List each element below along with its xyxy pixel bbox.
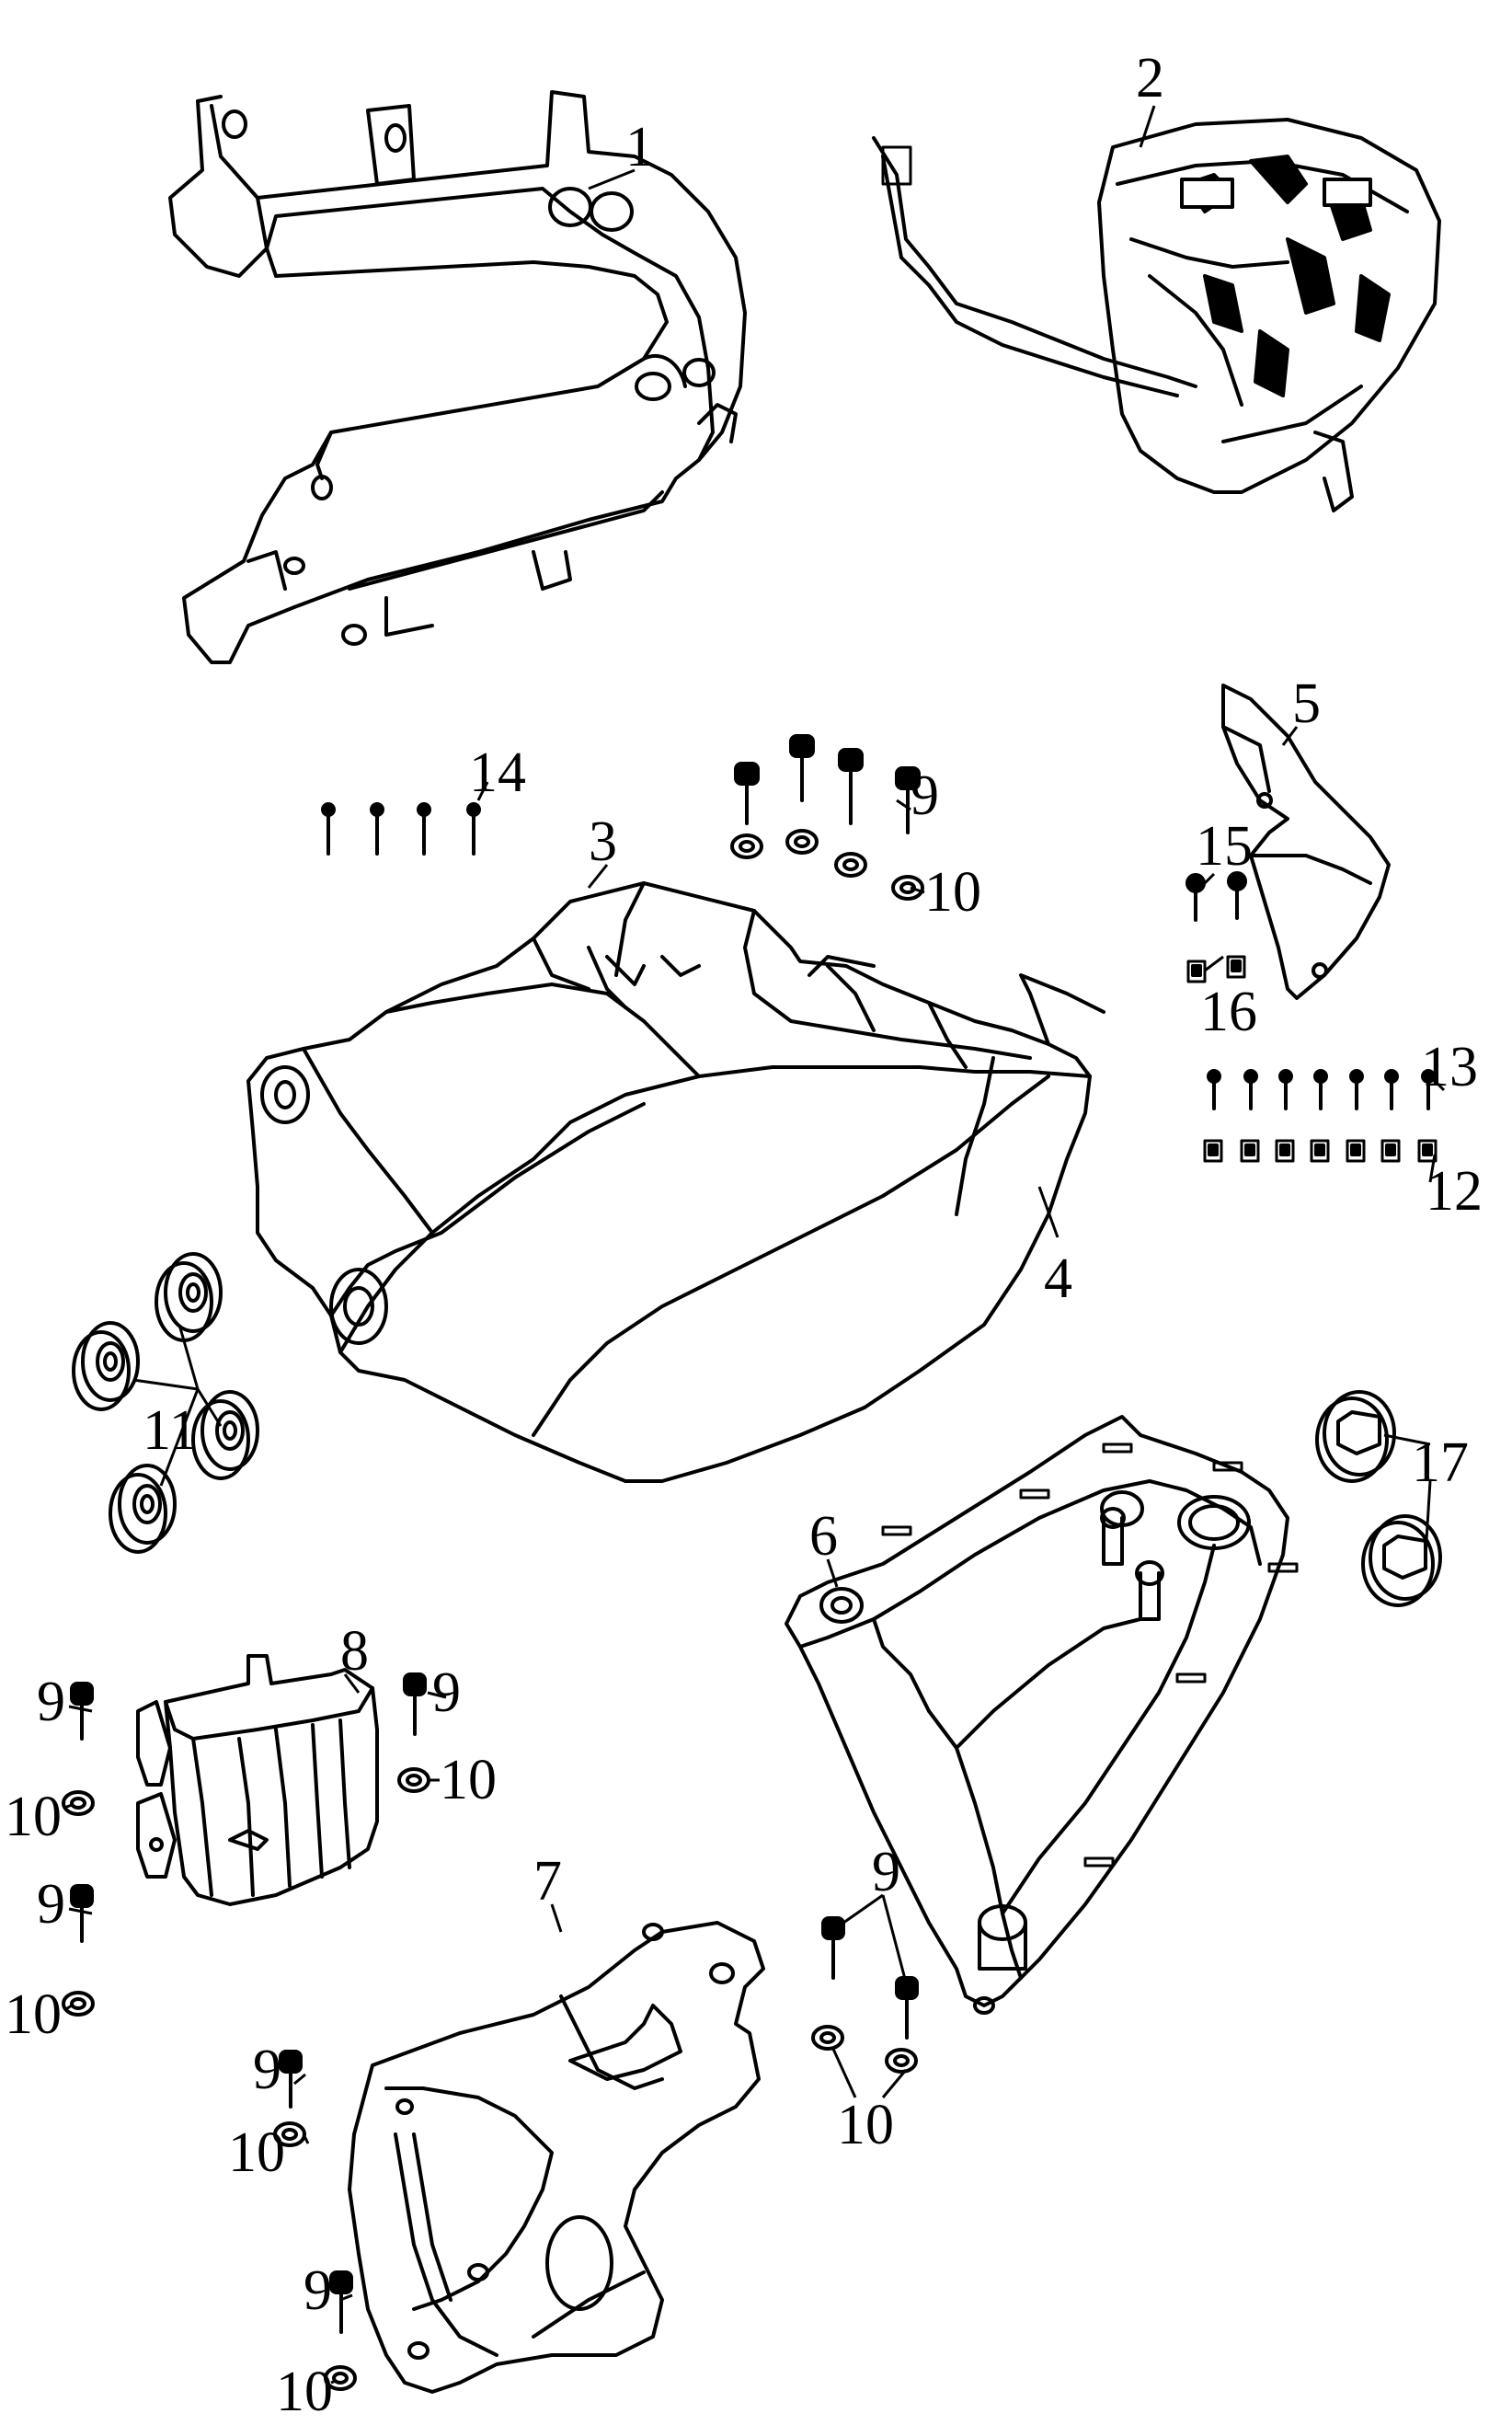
washer: [885, 2048, 918, 2074]
washer: [730, 833, 763, 859]
nut: [1275, 1139, 1295, 1163]
part-14-screws[interactable]: [321, 802, 481, 856]
callout-8: 8: [340, 1620, 369, 1683]
part-9-10-bolts-lower[interactable]: [62, 1672, 919, 2391]
screw: [1349, 1069, 1364, 1110]
washer: [62, 1790, 95, 1816]
callout-1: 1: [625, 116, 654, 178]
callout-10-top: 10: [924, 861, 981, 924]
washer: [811, 2025, 844, 2051]
callout-9-battery-lower: 9: [37, 1873, 65, 1936]
washer: [324, 2365, 357, 2391]
screw: [1278, 1069, 1293, 1110]
callout-10-panel: 10: [837, 2094, 894, 2156]
part-1-frame-bracket[interactable]: [168, 90, 747, 664]
washer: [785, 829, 819, 855]
callout-17: 17: [1412, 1431, 1469, 1494]
callout-15: 15: [1196, 815, 1253, 878]
callout-10-battery-upper: 10: [5, 1786, 62, 1848]
callout-labels: 1 2 3 4 5 6 7 8 9 10 11 12 13 14 15 16 1…: [5, 47, 1483, 2423]
callout-7: 7: [533, 1850, 562, 1913]
callout-2: 2: [1136, 47, 1164, 109]
callout-13: 13: [1421, 1036, 1478, 1098]
bolt: [329, 2270, 353, 2334]
washer: [397, 1767, 430, 1793]
part-2-lamp-assembly[interactable]: [872, 118, 1441, 512]
bolt: [279, 2050, 303, 2109]
bolt: [895, 1976, 919, 2040]
callout-9-cover-lower: 9: [304, 2259, 332, 2322]
clip: [1226, 955, 1246, 979]
part-12-13-screws-nuts[interactable]: [1203, 1069, 1438, 1163]
washer: [62, 1991, 95, 2017]
callout-9-battery-right: 9: [432, 1661, 461, 1724]
callout-14: 14: [469, 741, 526, 804]
grommet: [191, 1390, 259, 1480]
callout-10-cover-lower: 10: [276, 2361, 333, 2423]
bolt: [895, 766, 921, 834]
callout-3: 3: [589, 810, 617, 873]
callout-9-panel: 9: [872, 1841, 900, 1903]
part-9-10-bolts-top[interactable]: [730, 734, 924, 901]
callout-16: 16: [1200, 981, 1257, 1043]
screw: [1207, 1069, 1221, 1110]
grommet: [1315, 1390, 1396, 1483]
grommet: [155, 1252, 223, 1342]
part-11-grommets[interactable]: [72, 1252, 259, 1554]
washer: [891, 875, 924, 901]
clip: [1186, 960, 1207, 983]
bolt: [734, 762, 760, 825]
callout-11: 11: [143, 1399, 198, 1462]
screw: [1186, 873, 1206, 922]
part-15-16-clips[interactable]: [1186, 871, 1247, 983]
part-7-lower-cover[interactable]: [348, 1921, 765, 2394]
callout-4: 4: [1044, 1247, 1072, 1310]
screw: [466, 802, 481, 856]
washer: [834, 852, 867, 878]
screw: [1384, 1069, 1399, 1110]
callout-9-battery-upper: 9: [37, 1671, 65, 1733]
leader-lines: [63, 105, 1446, 2385]
part-17-grommets[interactable]: [1315, 1390, 1442, 1607]
nut: [1417, 1139, 1438, 1163]
screw: [417, 802, 431, 856]
part-8-battery-box[interactable]: [136, 1654, 379, 1906]
part-3-4-side-fairing[interactable]: [246, 881, 1105, 1483]
grommet: [72, 1321, 140, 1411]
callout-9-top: 9: [911, 764, 939, 827]
screw: [1243, 1069, 1258, 1110]
part-5-small-side-cover[interactable]: [1221, 684, 1391, 1000]
callout-10-battery-lower: 10: [5, 1983, 62, 2046]
grommet: [109, 1464, 177, 1554]
screw: [1313, 1069, 1328, 1110]
bolt: [403, 1672, 427, 1736]
nut: [1346, 1139, 1366, 1163]
callout-6: 6: [809, 1505, 838, 1568]
bolt: [838, 748, 864, 825]
bolt: [821, 1916, 845, 1980]
screw: [370, 802, 384, 856]
nut: [1203, 1139, 1223, 1163]
callout-9-cover-upper: 9: [253, 2039, 281, 2101]
nut: [1240, 1139, 1260, 1163]
part-6-triangle-panel[interactable]: [785, 1415, 1299, 2015]
nut: [1380, 1139, 1401, 1163]
callout-12: 12: [1426, 1160, 1483, 1223]
callout-10-battery-right: 10: [440, 1749, 497, 1811]
callout-5: 5: [1292, 672, 1321, 735]
nut: [1310, 1139, 1330, 1163]
bolt: [789, 734, 815, 802]
grommet: [1361, 1514, 1442, 1607]
screw: [1227, 871, 1247, 920]
callout-10-cover-upper: 10: [228, 2121, 285, 2184]
screw: [321, 802, 336, 856]
